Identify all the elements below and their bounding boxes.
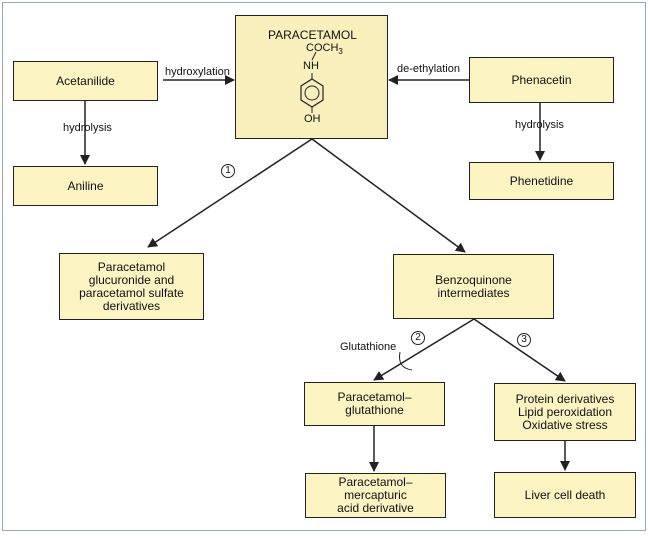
acyl-subscript: 3	[338, 47, 343, 57]
step-3-marker: 3	[517, 333, 531, 347]
arrow-step-2	[373, 318, 475, 381]
hydrolysis-right-label: hydrolysis	[515, 119, 564, 131]
acyl-group-label: COCH3	[306, 42, 343, 56]
nh-label: NH	[303, 60, 319, 72]
mercapturic-box: Paracetamol–mercapturic acid derivative	[305, 473, 446, 518]
benzene-ring-icon	[300, 78, 324, 108]
diagram-frame	[2, 2, 646, 531]
aniline-box: Aniline	[13, 166, 158, 206]
arrow-step-3	[473, 318, 566, 382]
step-2-marker: 2	[411, 331, 425, 345]
arrow-to-benzoquinone	[311, 138, 466, 253]
step-1-marker: 1	[221, 164, 235, 178]
hydroxylation-label: hydroxylation	[165, 66, 230, 78]
conjugates-box: Paracetamol glucuronide and paracetamol …	[59, 253, 204, 320]
benzoquinone-box: Benzoquinone intermediates	[393, 254, 554, 319]
liver-box: Liver cell death	[494, 472, 636, 518]
glutathione-label: Glutathione	[340, 341, 397, 353]
acyl-text: COCH	[306, 42, 339, 54]
glutathione-adduct-box: Paracetamol–glutathione	[304, 382, 445, 426]
glutathione-pointer	[399, 351, 413, 371]
acetanilide-box: Acetanilide	[13, 61, 158, 101]
deethylation-label: de-ethylation	[397, 63, 460, 75]
phenetidine-box: Phenetidine	[469, 162, 614, 200]
paracetamol-title: PARACETAMOL	[268, 28, 357, 42]
arrow-step-1	[147, 138, 313, 248]
protein-box: Protein derivatives Lipid peroxidation O…	[494, 383, 636, 441]
phenacetin-box: Phenacetin	[469, 57, 614, 103]
hydrolysis-left-label: hydrolysis	[63, 122, 112, 134]
oh-label: OH	[304, 113, 321, 125]
